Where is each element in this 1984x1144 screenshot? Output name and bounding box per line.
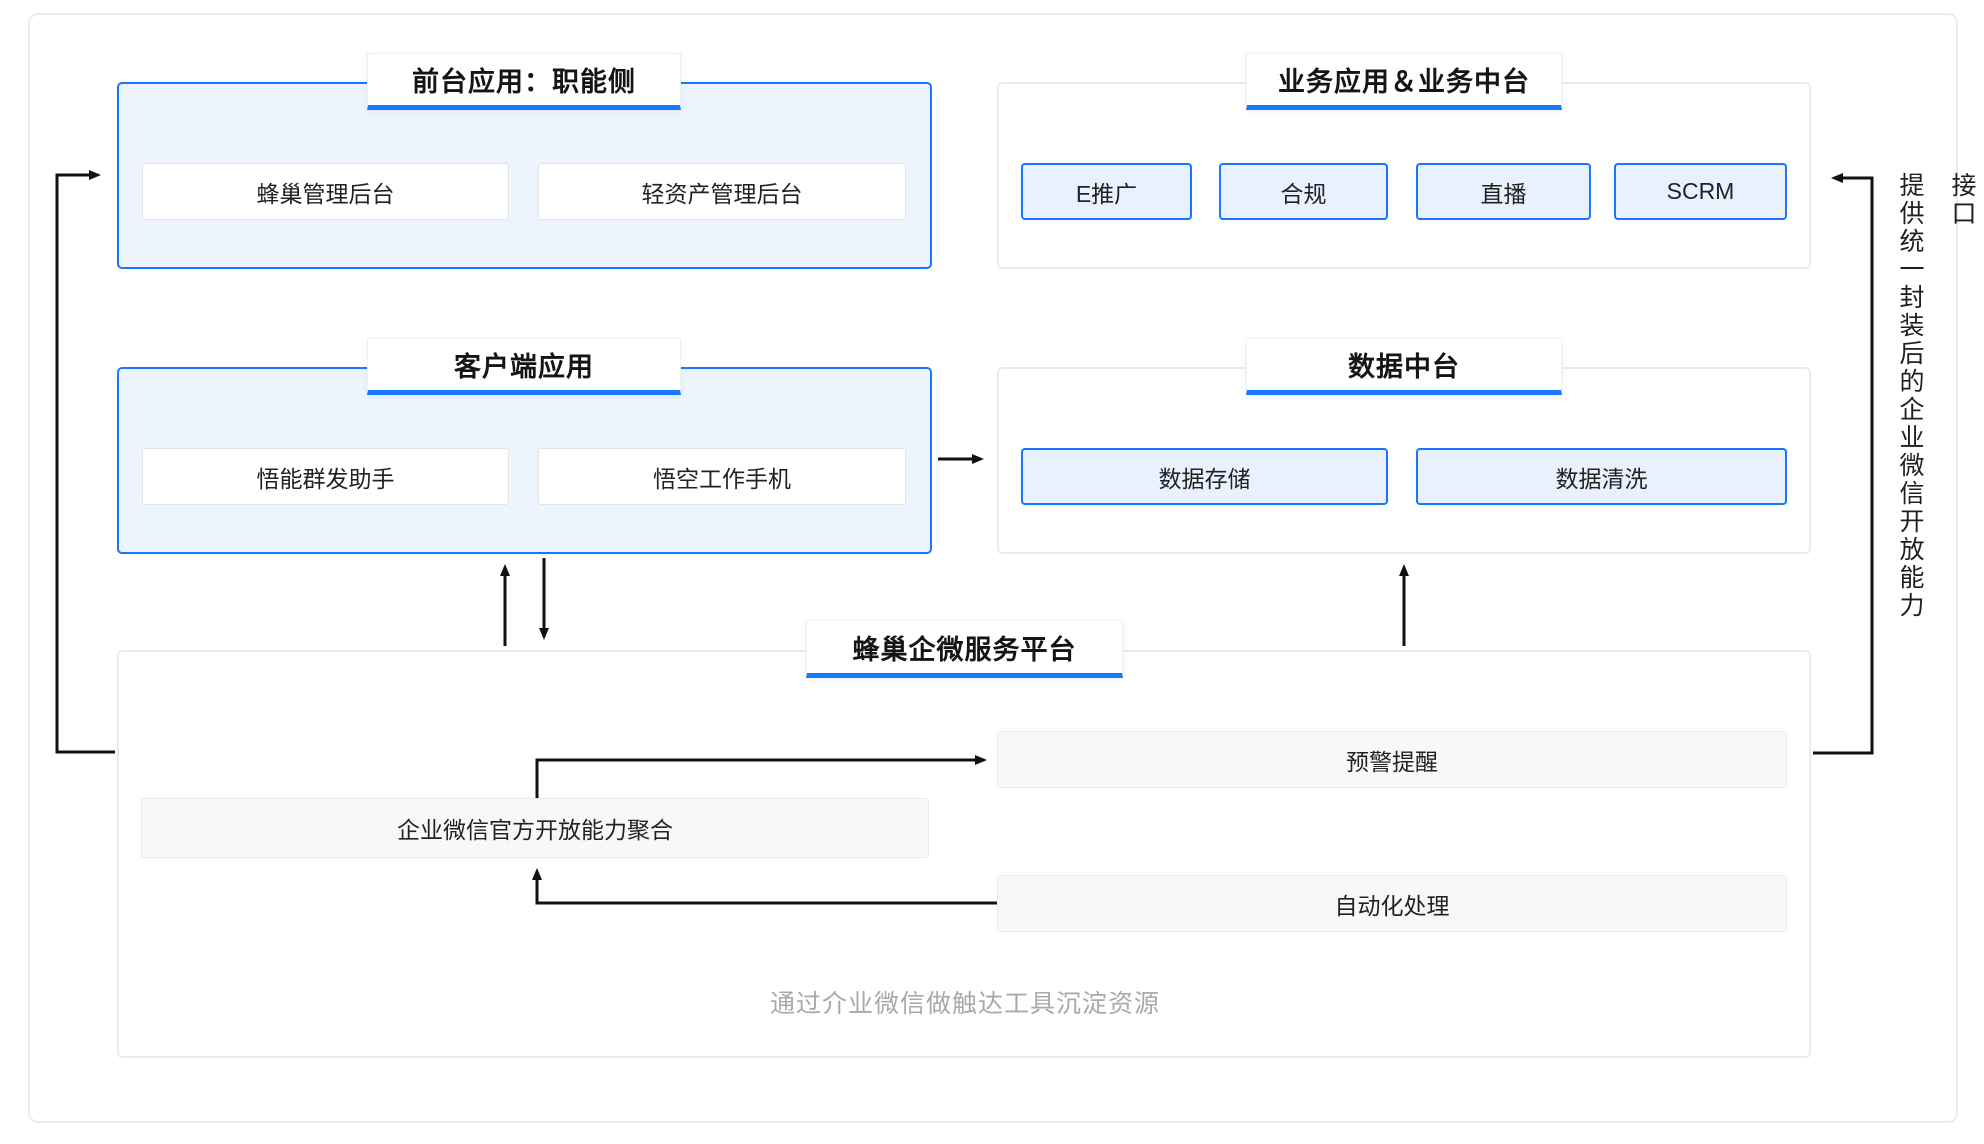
platform-alert-box: 预警提醒 bbox=[997, 731, 1787, 788]
frontend-item-lightasset-backend: 轻资产管理后台 bbox=[538, 163, 906, 220]
platform-footnote: 通过介业微信做触达工具沉淀资源 bbox=[769, 990, 1160, 1018]
business-item-live: 直播 bbox=[1416, 163, 1591, 220]
frontend-item-admin-backend: 蜂巢管理后台 bbox=[142, 163, 509, 220]
platform-aggregation-box: 企业微信官方开放能力聚合 bbox=[141, 798, 929, 858]
data-item-cleaning: 数据清洗 bbox=[1416, 448, 1787, 505]
business-item-epromo: E推广 bbox=[1021, 163, 1192, 220]
data-item-storage: 数据存储 bbox=[1021, 448, 1388, 505]
client-item-wuneng-assistant: 悟能群发助手 bbox=[142, 448, 509, 505]
frontend-section-title: 前台应用：职能侧 bbox=[367, 53, 681, 110]
client-item-wukong-phone: 悟空工作手机 bbox=[538, 448, 906, 505]
side-vertical-note: 提供统一封装后的企业微信开放能力接口 bbox=[1896, 172, 1976, 620]
data-section-title: 数据中台 bbox=[1246, 338, 1562, 395]
platform-automation-box: 自动化处理 bbox=[997, 875, 1787, 932]
business-section-title: 业务应用＆业务中台 bbox=[1246, 53, 1562, 110]
platform-section-title: 蜂巢企微服务平台 bbox=[806, 620, 1123, 678]
client-section-title: 客户端应用 bbox=[367, 338, 681, 395]
business-item-scrm: SCRM bbox=[1614, 163, 1787, 220]
business-item-compliance: 合规 bbox=[1219, 163, 1388, 220]
